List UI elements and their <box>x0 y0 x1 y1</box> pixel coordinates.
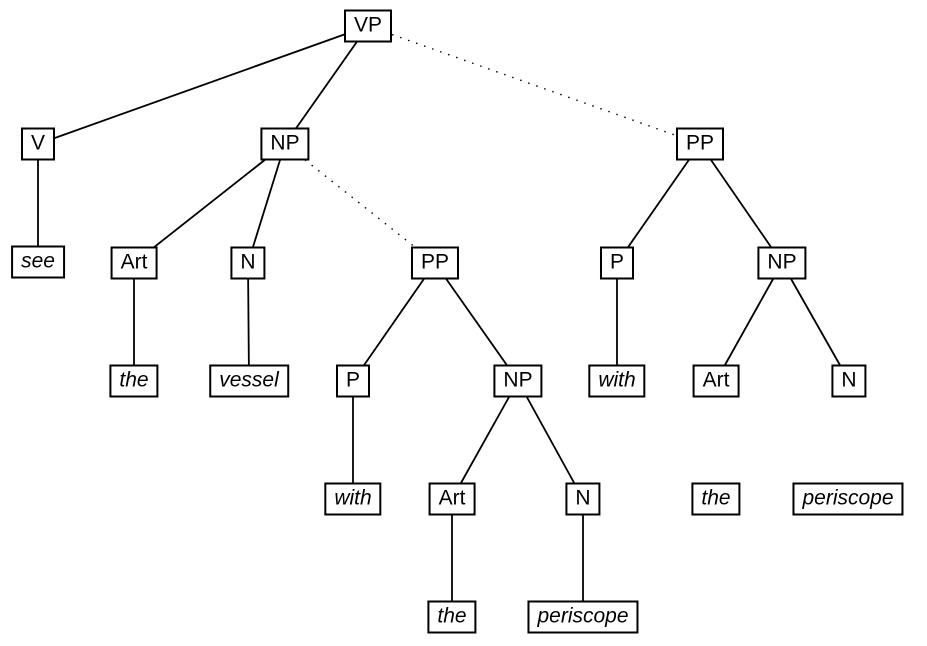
tree-edge-n1-vessel <box>247 262 250 382</box>
tree-node-periscope1: periscope <box>527 600 639 634</box>
tree-edge-np1-pp1-dotted <box>284 143 436 264</box>
tree-node-the2: the <box>691 482 741 516</box>
tree-node-p2: P <box>599 246 635 280</box>
tree-edge-vp-pp2-dotted <box>367 25 701 145</box>
tree-edge-vp-np1 <box>284 25 369 145</box>
tree-edge-np2-n2 <box>781 262 850 382</box>
tree-edge-np2-art2 <box>715 262 783 382</box>
tree-edge-np1-n1 <box>247 143 286 264</box>
tree-edge-pp1-p1 <box>352 262 436 382</box>
tree-node-see: see <box>11 245 65 279</box>
tree-edge-np3-art3 <box>451 380 519 500</box>
tree-node-vessel: vessel <box>209 364 289 398</box>
tree-node-np2: NP <box>757 246 807 280</box>
tree-node-with1: with <box>324 482 382 516</box>
tree-edge-np3-n3 <box>517 380 584 500</box>
tree-node-np3: NP <box>493 364 543 398</box>
tree-edge-pp1-np3 <box>434 262 519 382</box>
tree-node-p1: P <box>335 364 371 398</box>
tree-node-art1: Art <box>110 246 158 280</box>
tree-node-n1: N <box>230 246 266 280</box>
tree-node-periscope2: periscope <box>792 482 904 516</box>
tree-edge-pp2-p2 <box>616 143 701 264</box>
tree-node-art3: Art <box>428 482 476 516</box>
tree-edge-vp-v <box>37 25 369 145</box>
tree-node-n3: N <box>565 482 601 516</box>
tree-node-with2: with <box>588 364 646 398</box>
tree-edge-np1-art1 <box>133 143 286 264</box>
tree-node-n2: N <box>831 364 867 398</box>
tree-edge-pp2-np2 <box>699 143 783 264</box>
tree-node-the1: the <box>109 364 159 398</box>
tree-node-pp2: PP <box>675 127 725 161</box>
tree-node-the3: the <box>427 600 477 634</box>
tree-node-vp: VP <box>343 9 393 43</box>
tree-node-v: V <box>20 127 56 161</box>
tree-node-np1: NP <box>260 127 310 161</box>
tree-node-pp1: PP <box>410 246 460 280</box>
tree-node-art2: Art <box>692 364 740 398</box>
